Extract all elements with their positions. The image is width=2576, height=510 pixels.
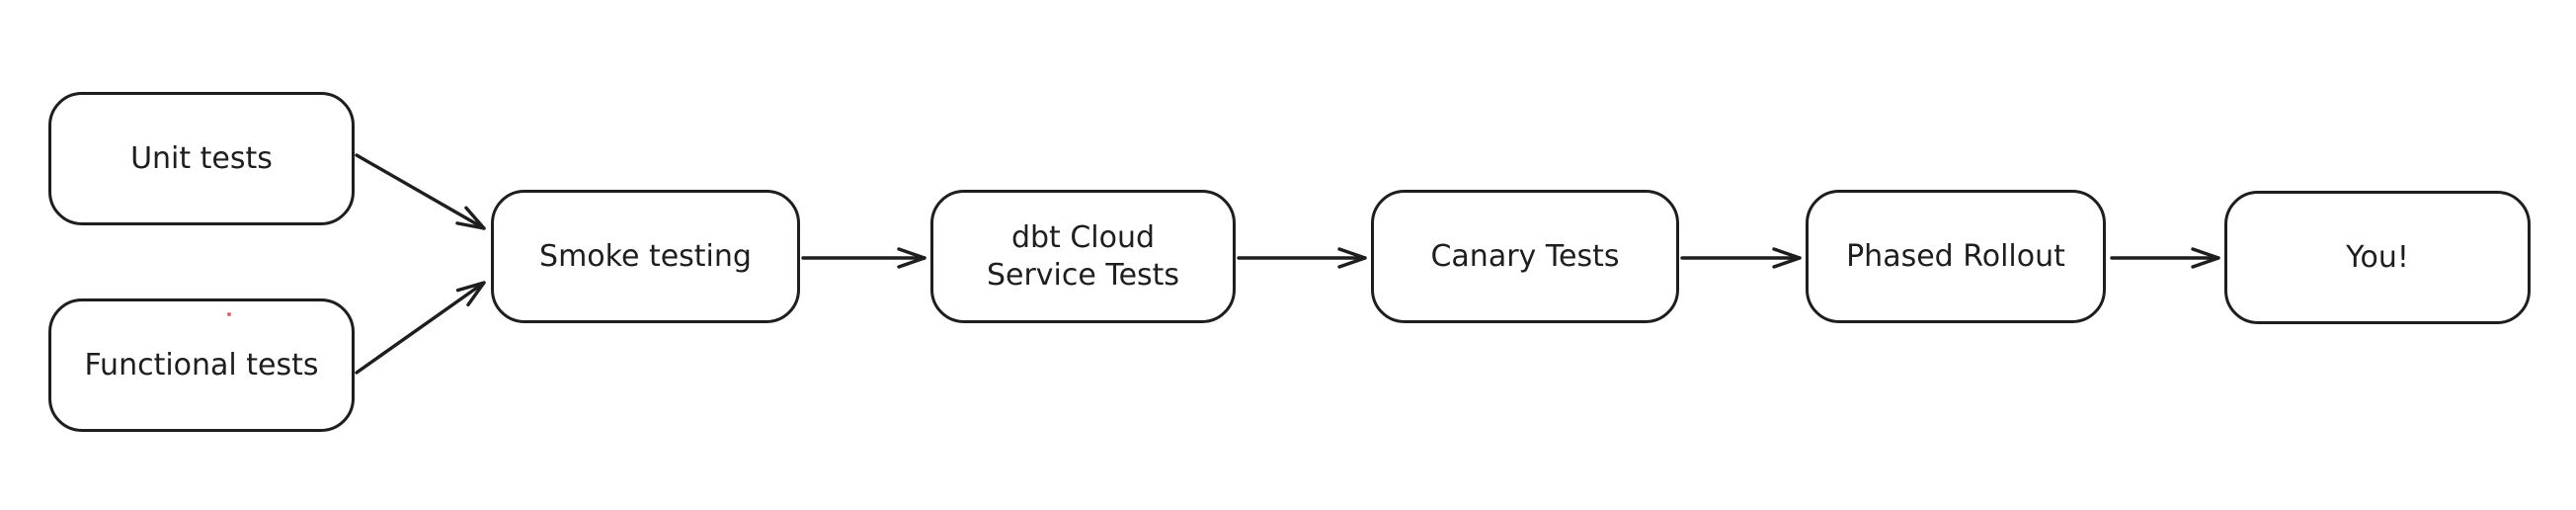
node-unit-tests: Unit tests [48,92,355,225]
node-functional-tests: Functional tests [48,298,355,432]
node-canary-tests: Canary Tests [1371,190,1679,323]
stray-red-dot [227,312,231,316]
node-unit-tests-label: Unit tests [130,140,273,176]
node-you: You! [2224,191,2531,324]
node-smoke-testing: Smoke testing [491,190,800,323]
node-dbt-cloud-service-tests: dbt Cloud Service Tests [930,190,1236,323]
node-smoke-testing-label: Smoke testing [539,238,752,274]
edge-unit-tests-to-smoke-testing [355,153,486,230]
node-functional-tests-label: Functional tests [84,347,319,382]
node-you-label: You! [2346,239,2409,275]
node-phased-rollout-label: Phased Rollout [1846,238,2065,274]
node-dbt-cloud-service-tests-label: dbt Cloud Service Tests [986,220,1180,293]
node-phased-rollout: Phased Rollout [1806,190,2106,323]
node-canary-tests-label: Canary Tests [1430,238,1620,274]
edge-functional-tests-to-smoke-testing [355,281,486,375]
